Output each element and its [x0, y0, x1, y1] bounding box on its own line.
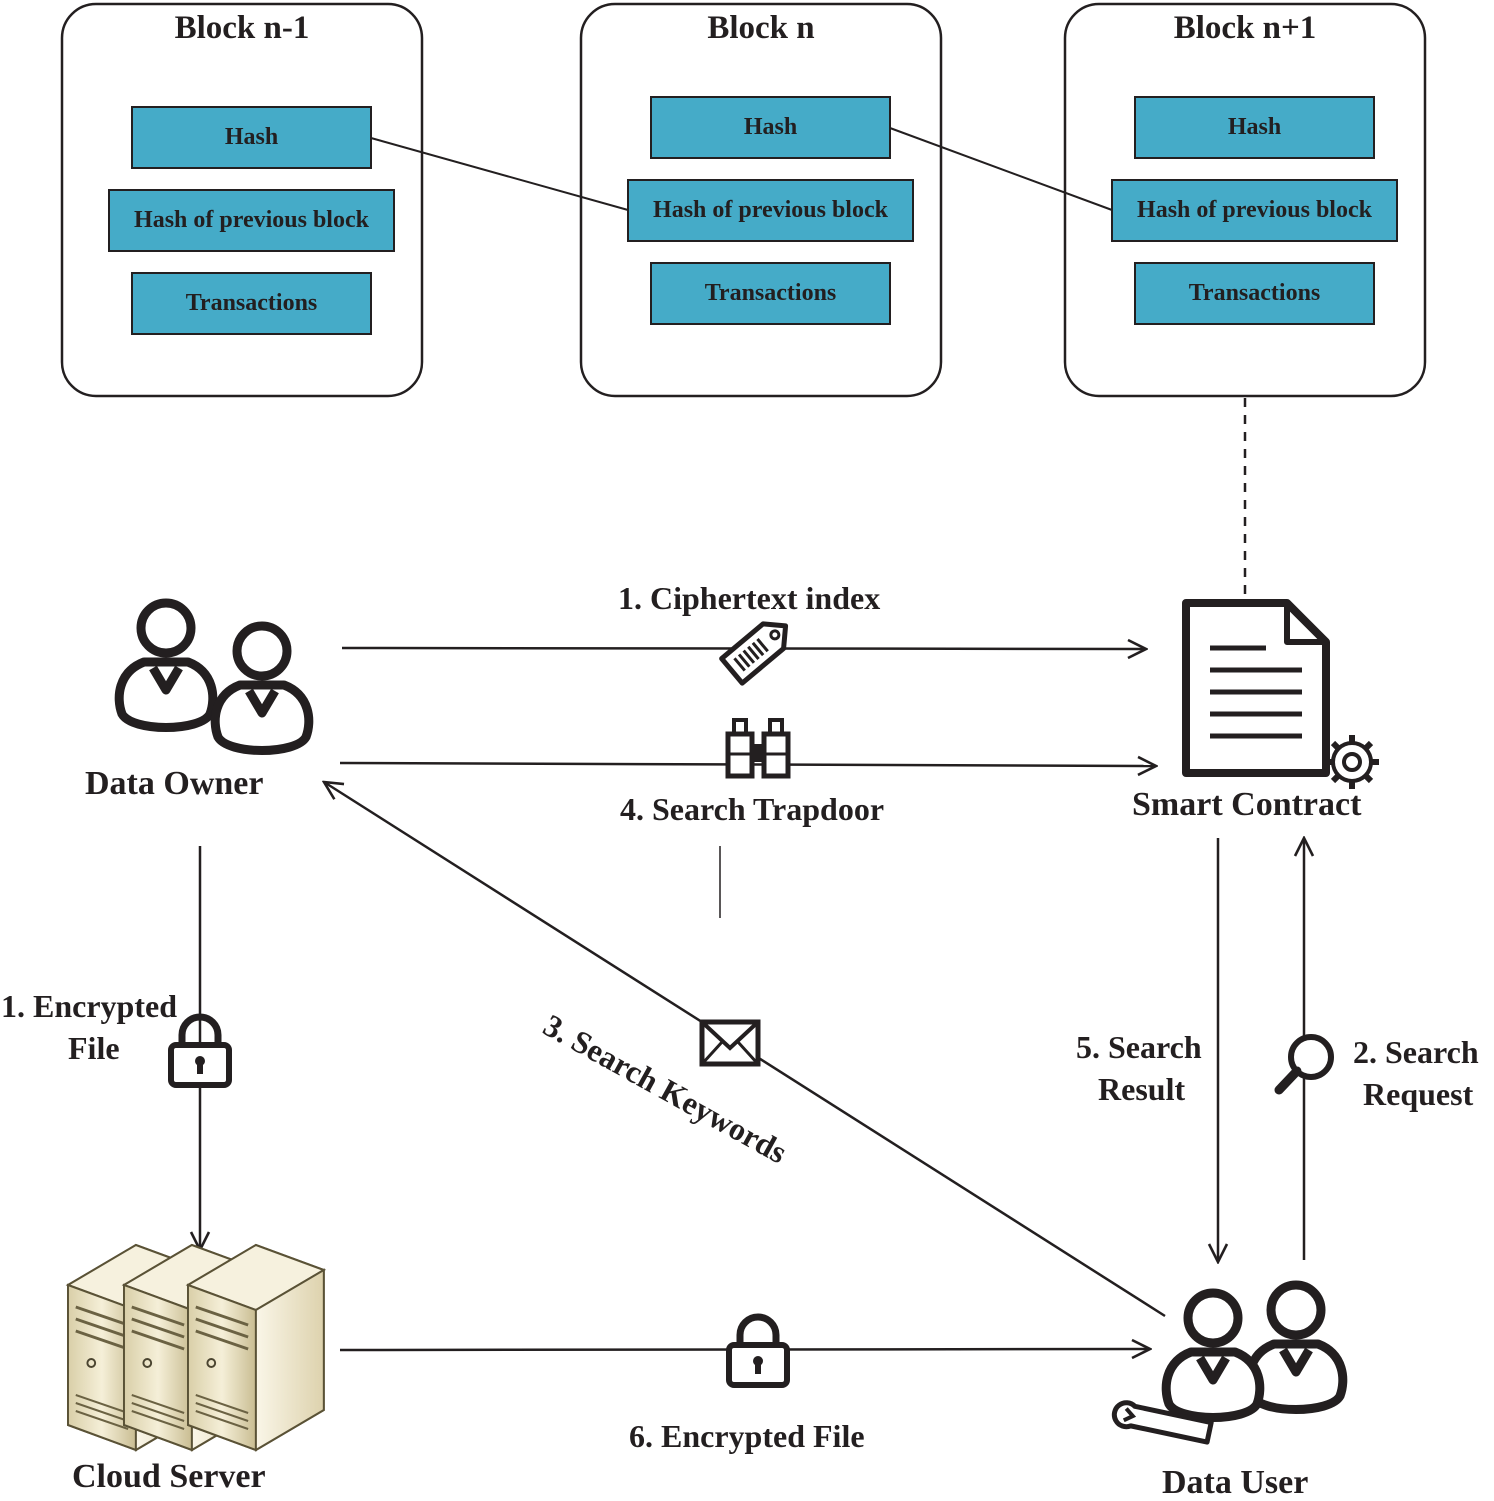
search-request-label-line2: Request — [1363, 1076, 1474, 1112]
envelope-icon — [699, 1019, 761, 1067]
server-icon — [66, 1243, 326, 1452]
tag-icon — [719, 621, 789, 686]
gear-icon — [1325, 735, 1379, 789]
hash-field: Hash — [650, 96, 891, 159]
search-result-label-line1: 5. Search — [1076, 1029, 1202, 1065]
search-result-label-line2: Result — [1098, 1071, 1186, 1107]
cloud-server-label: Cloud Server — [72, 1458, 266, 1495]
encrypted-file-download-label: 6. Encrypted File — [629, 1418, 865, 1454]
hash-link-line — [889, 127, 1113, 211]
document-icon — [1182, 599, 1330, 777]
lock-icon — [168, 1013, 232, 1088]
transactions-field: Transactions — [650, 262, 891, 325]
block-title: Block n — [707, 10, 815, 46]
binoculars-icon — [725, 718, 791, 779]
data-owner-label: Data Owner — [85, 765, 264, 802]
encrypted-file-label-line2: File — [68, 1030, 120, 1066]
magnifier-icon — [1274, 1034, 1334, 1095]
search-request-label-line1: 2. Search — [1353, 1034, 1479, 1070]
encrypted-file-label-line1: 1. Encrypted — [1, 988, 177, 1024]
hash-field: Hash — [131, 106, 372, 169]
lock-icon — [726, 1313, 790, 1388]
search-trapdoor-label: 4. Search Trapdoor — [620, 791, 885, 827]
data-user-label: Data User — [1162, 1464, 1309, 1501]
wrench-icon — [1111, 1400, 1214, 1445]
hash-field: Hash — [1134, 96, 1375, 159]
previous-hash-field: Hash of previous block — [108, 189, 395, 252]
people-icon — [119, 603, 309, 751]
transactions-field: Transactions — [1134, 262, 1375, 325]
previous-hash-field: Hash of previous block — [627, 179, 914, 242]
transactions-field: Transactions — [131, 272, 372, 335]
ciphertext-index-label: 1. Ciphertext index — [618, 580, 881, 616]
block-title: Block n+1 — [1173, 10, 1317, 46]
hash-link-line — [370, 137, 629, 211]
people-icon — [1166, 1285, 1343, 1418]
smart-contract-label: Smart Contract — [1132, 786, 1362, 823]
previous-hash-field: Hash of previous block — [1111, 179, 1398, 242]
block-title: Block n-1 — [174, 10, 310, 46]
